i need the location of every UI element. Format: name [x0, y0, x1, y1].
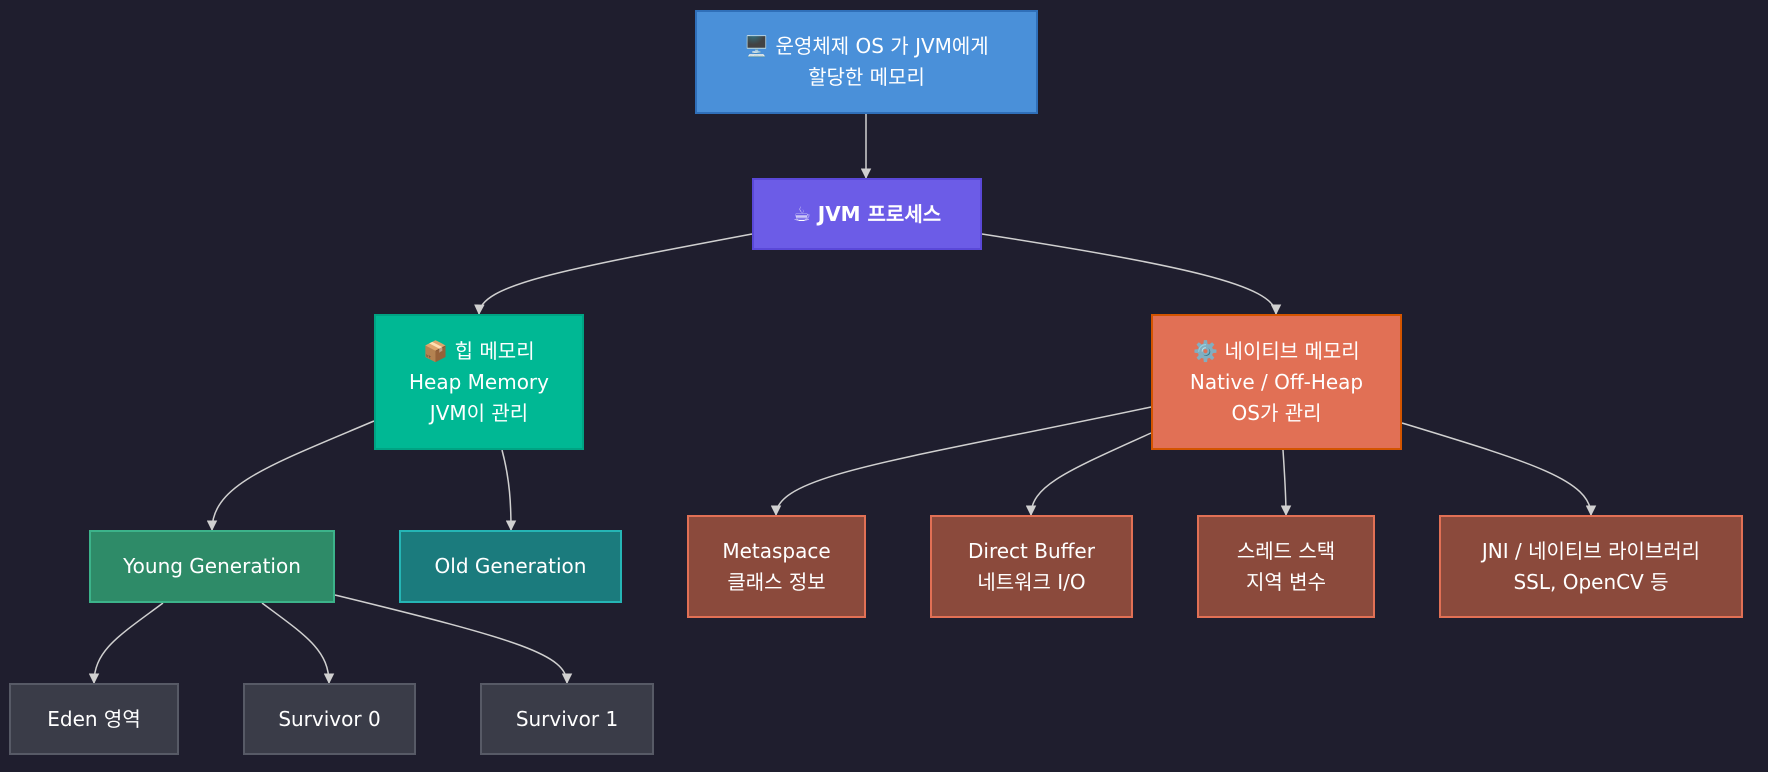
edge-native-to-jni	[1401, 422, 1597, 517]
jvm-process-node: ☕ JVM 프로세스	[752, 178, 982, 250]
young-generation-node: Young Generation	[89, 530, 335, 603]
edge-young-to-eden	[88, 602, 164, 685]
os-node-line2: 할당한 메모리	[808, 65, 925, 89]
native-memory-node: ⚙️ 네이티브 메모리 Native / Off-Heap OS가 관리	[1151, 314, 1402, 450]
jni-native-library-node: JNI / 네이티브 라이브러리 SSL, OpenCV 등	[1439, 515, 1743, 618]
native-node-line2: Native / Off-Heap	[1189, 369, 1364, 394]
eden-node: Eden 영역	[9, 683, 179, 755]
edge-native-to-thread-stack	[1280, 449, 1292, 517]
metaspace-node-line2: 클래스 정보	[727, 569, 826, 594]
edge-young-to-survivor0	[261, 602, 335, 685]
edge-heap-to-old	[501, 449, 517, 532]
direct-buffer-node-line2: 네트워크 I/O	[977, 569, 1086, 594]
thread-stack-node-line2: 지역 변수	[1246, 569, 1326, 594]
native-node-line3: OS가 관리	[1231, 400, 1322, 425]
thread-stack-node: 스레드 스택 지역 변수	[1197, 515, 1375, 618]
direct-buffer-node: Direct Buffer 네트워크 I/O	[930, 515, 1133, 618]
os-allocated-memory-node: 🖥️ 운영체제 OS 가 JVM에게 할당한 메모리	[695, 10, 1038, 114]
old-node-label: Old Generation	[434, 554, 587, 578]
young-node-label: Young Generation	[123, 554, 301, 578]
edge-young-to-survivor1	[334, 594, 573, 685]
heap-node-line2: Heap Memory	[409, 369, 549, 394]
survivor-1-node-label: Survivor 1	[515, 706, 619, 731]
edge-jvm-to-native	[981, 233, 1282, 316]
jni-node-line2: SSL, OpenCV 등	[1513, 569, 1669, 594]
eden-node-label: Eden 영역	[47, 706, 141, 731]
survivor-0-node-label: Survivor 0	[278, 706, 381, 731]
heap-node-line3: JVM이 관리	[429, 400, 529, 425]
native-node-line1: ⚙️ 네이티브 메모리	[1193, 338, 1360, 363]
survivor-0-node: Survivor 0	[243, 683, 416, 755]
metaspace-node-line1: Metaspace	[722, 538, 831, 563]
old-generation-node: Old Generation	[399, 530, 622, 603]
os-node-line1: 🖥️ 운영체제 OS 가 JVM에게	[744, 34, 989, 58]
jvm-node-line1: ☕ JVM 프로세스	[792, 201, 942, 226]
metaspace-node: Metaspace 클래스 정보	[687, 515, 866, 618]
survivor-1-node: Survivor 1	[480, 683, 654, 755]
direct-buffer-node-line1: Direct Buffer	[968, 538, 1095, 563]
edge-jvm-to-heap	[474, 233, 753, 316]
heap-node-line1: 📦 힙 메모리	[423, 338, 535, 363]
edge-native-to-direct-buffer	[1025, 432, 1152, 517]
edge-heap-to-young	[206, 420, 375, 532]
edge-native-to-metaspace	[770, 406, 1152, 517]
thread-stack-node-line1: 스레드 스택	[1236, 538, 1336, 563]
heap-memory-node: 📦 힙 메모리 Heap Memory JVM이 관리	[374, 314, 584, 450]
jni-node-line1: JNI / 네이티브 라이브러리	[1481, 538, 1701, 563]
